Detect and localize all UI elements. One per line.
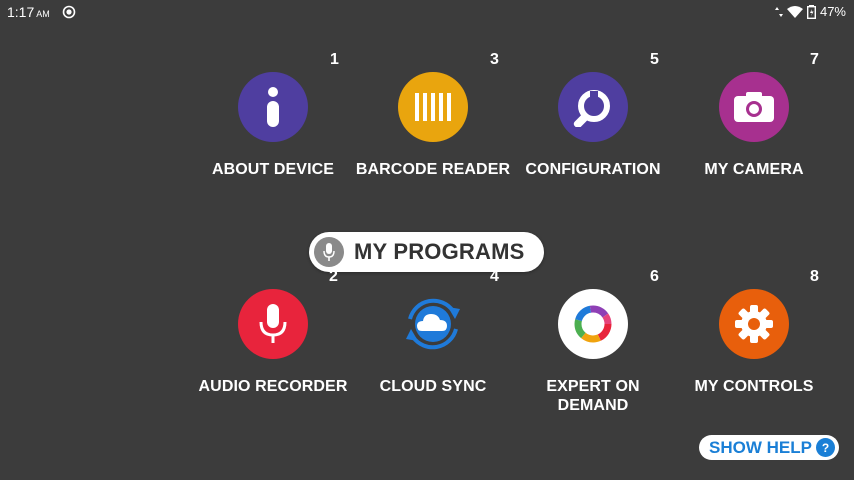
app-label: MY CAMERA — [704, 161, 804, 178]
app-number-3: 3 — [490, 51, 499, 68]
app-my-camera[interactable]: MY CAMERA — [674, 72, 834, 179]
expert-ring-icon — [558, 289, 628, 359]
battery-icon — [806, 4, 816, 19]
sync-indicator-icon — [62, 5, 76, 19]
app-number-6: 6 — [650, 268, 659, 285]
app-label: AUDIO RECORDER — [198, 378, 348, 395]
clock-ampm: AM — [36, 9, 50, 19]
app-configuration[interactable]: CONFIGURATION — [513, 72, 673, 179]
app-expert-on-demand[interactable]: EXPERT ON DEMAND — [513, 289, 673, 415]
app-number-2: 2 — [329, 268, 338, 285]
app-label: CLOUD SYNC — [379, 378, 487, 395]
camera-icon — [719, 72, 789, 142]
my-programs-button[interactable]: MY PROGRAMS — [309, 232, 544, 272]
app-cloud-sync[interactable]: CLOUD SYNC — [353, 289, 513, 396]
app-number-1: 1 — [330, 51, 339, 68]
app-number-4: 4 — [490, 268, 499, 285]
microphone-icon — [314, 237, 344, 267]
my-programs-label: MY PROGRAMS — [354, 239, 525, 264]
show-help-button[interactable]: SHOW HELP ? — [699, 435, 839, 460]
wrench-icon — [558, 72, 628, 142]
app-label: BARCODE READER — [355, 161, 511, 178]
microphone-icon — [238, 289, 308, 359]
help-icon: ? — [816, 438, 835, 457]
wifi-icon — [786, 5, 803, 18]
gear-icon — [719, 289, 789, 359]
app-audio-recorder[interactable]: AUDIO RECORDER — [193, 289, 353, 396]
app-label-line2: DEMAND — [557, 397, 629, 414]
battery-percent: 47% — [819, 4, 846, 19]
info-icon — [238, 72, 308, 142]
app-label-line1: EXPERT ON — [546, 378, 640, 395]
app-about-device[interactable]: ABOUT DEVICE — [193, 72, 353, 179]
app-label: EXPERT ON DEMAND — [513, 377, 673, 415]
show-help-label: SHOW HELP — [709, 437, 812, 457]
data-arrows-icon — [774, 6, 783, 17]
app-number-5: 5 — [650, 51, 659, 68]
cloud-sync-icon — [398, 289, 468, 359]
app-my-controls[interactable]: MY CONTROLS — [674, 289, 834, 396]
barcode-icon — [398, 72, 468, 142]
clock-time: 1:17 — [7, 4, 35, 20]
status-icons: 47% — [774, 4, 846, 19]
app-barcode-reader[interactable]: BARCODE READER — [353, 72, 513, 179]
app-number-7: 7 — [810, 51, 819, 68]
app-label: ABOUT DEVICE — [211, 161, 335, 178]
app-number-8: 8 — [810, 268, 819, 285]
app-label: MY CONTROLS — [694, 378, 814, 395]
app-label: CONFIGURATION — [525, 161, 661, 178]
